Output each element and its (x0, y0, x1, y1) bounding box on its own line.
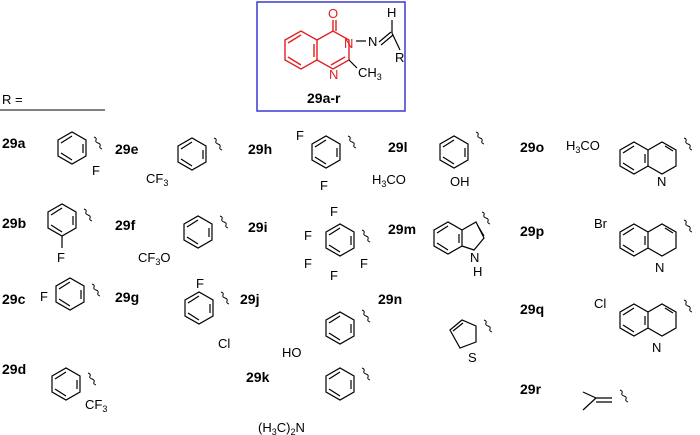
29o-nitrogen: N (657, 174, 666, 189)
structure-29c: F (40, 277, 101, 311)
label-29e: 29e (115, 141, 139, 157)
label-29m: 29m (388, 221, 416, 237)
label-29d: 29d (2, 361, 26, 377)
29d-cf3: CF3 (85, 397, 107, 414)
structure-29r (582, 389, 629, 411)
imine-nitrogen: N (368, 34, 377, 49)
methyl-label: CH3 (358, 65, 382, 82)
structure-29m: F F F F F (304, 204, 371, 283)
label-29q: 29q (520, 301, 544, 317)
structure-29a: F (57, 131, 103, 178)
29p-nitrogen: N (655, 260, 664, 275)
r-equals-label: R = (2, 92, 23, 107)
structure-thiophene: S (449, 319, 493, 365)
29m-fluorine-3: F (304, 256, 312, 271)
label-29o: 29o (520, 139, 544, 155)
29b-fluorine: F (57, 250, 65, 265)
compound-range-label: 29a-r (307, 90, 341, 106)
structure-29b: F (47, 203, 93, 265)
29l-hydroxyl: OH (450, 174, 470, 189)
label-29n: 29n (378, 291, 402, 307)
structure-29k: (H3C)2N (258, 367, 371, 435)
29k-dimethylamino: (H3C)2N (258, 420, 305, 435)
structure-indole: N H (433, 211, 491, 279)
core-n1: N (329, 67, 338, 82)
29q-nitrogen: N (652, 340, 661, 355)
label-29l: 29l (388, 139, 407, 155)
structure-29f: CF3O (138, 215, 229, 267)
29m-fluorine-5: F (360, 256, 368, 271)
label-29j: 29j (240, 291, 259, 307)
label-29c: 29c (2, 291, 26, 307)
29a-fluorine: F (92, 163, 100, 178)
label-29a: 29a (2, 135, 26, 151)
core-n3: N (344, 36, 353, 51)
29f-ocf3: CF3O (138, 250, 170, 267)
core-oxygen: O (328, 6, 338, 21)
structure-29p: Br N (594, 216, 693, 275)
imine-hydrogen: H (387, 5, 396, 20)
29o-methoxy: H3CO (566, 138, 600, 155)
29h-fluorine-1: F (296, 128, 304, 143)
29j-fluorine: F (196, 276, 204, 291)
core-box (256, 1, 406, 112)
structure-29j: F Cl (184, 276, 230, 351)
structure-29d: CF3 (51, 367, 107, 414)
label-29r: 29r (520, 381, 542, 397)
indole-hydrogen: H (473, 264, 482, 279)
structure-29q: Cl N (594, 296, 693, 355)
thiophene-sulfur: S (468, 350, 477, 365)
29m-fluorine-4: F (330, 268, 338, 283)
29q-chlorine: Cl (594, 296, 606, 311)
29l-methoxy: H3CO (372, 172, 406, 189)
29m-fluorine-2: F (304, 228, 312, 243)
r-group-label: R (395, 50, 404, 65)
structure-29l: H3CO OH (372, 131, 485, 189)
label-29b: 29b (2, 215, 26, 231)
indole-nitrogen: N (470, 250, 479, 265)
29p-bromine: Br (594, 216, 608, 231)
label-29f: 29f (115, 217, 136, 233)
29e-cf3: CF3 (146, 171, 168, 188)
label-29i: 29i (248, 219, 267, 235)
label-29g: 29g (115, 289, 139, 305)
structure-29o: H3CO N (566, 137, 693, 189)
label-29k: 29k (246, 369, 270, 385)
29h-fluorine-2: F (320, 178, 328, 193)
29c-fluorine: F (40, 289, 48, 304)
structure-29h: F F (296, 128, 357, 193)
29j-chlorine: Cl (218, 336, 230, 351)
core-structure: O N N N H R CH3 29a-r (256, 1, 406, 112)
structure-29e: CF3 (146, 137, 223, 188)
label-29p: 29p (520, 223, 544, 239)
29m-fluorine-1: F (330, 204, 338, 219)
label-29h: 29h (248, 141, 272, 157)
structure-29n: HO (282, 309, 371, 360)
29n-hydroxyl: HO (282, 345, 302, 360)
